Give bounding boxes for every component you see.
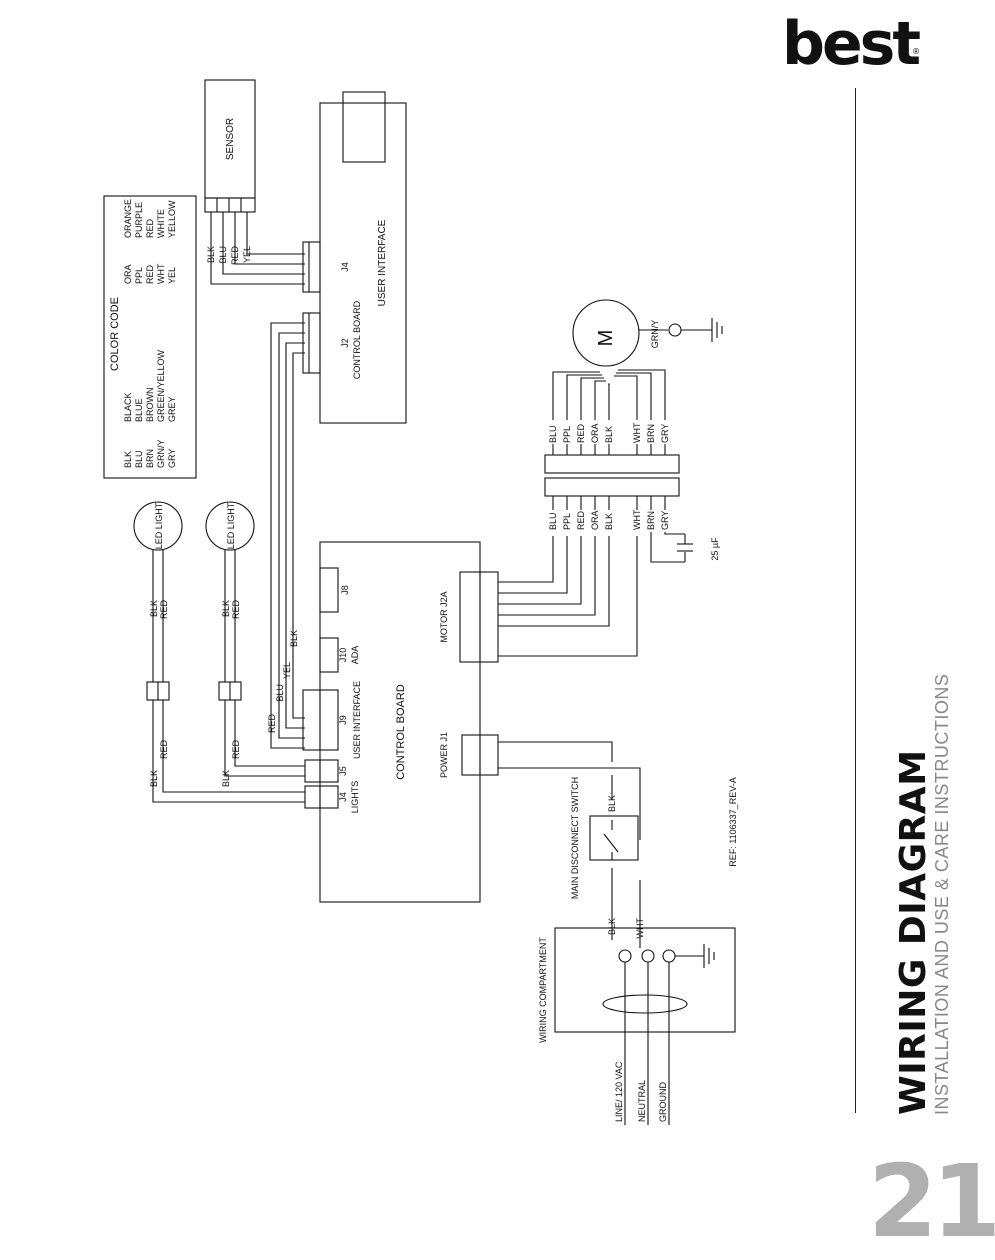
motor-terminal-strip-bottom <box>544 477 680 497</box>
user-interface-module <box>342 91 386 163</box>
color-code-name: RED <box>145 218 155 238</box>
motor-wire-label: PPL <box>562 513 572 530</box>
led-wire-label: BLK <box>149 600 159 617</box>
led-wire-label: RED <box>231 600 241 620</box>
connector-j8: J8 <box>340 585 350 595</box>
connector-j4-ui: J4 <box>340 262 350 272</box>
wiring-diagram: COLOR CODE BLKBLACKBLUBLUEBRNBROWNGRN/YG… <box>103 79 738 1125</box>
color-code-name: BLACK <box>123 392 133 422</box>
motor-wire-label: BRN <box>646 511 656 530</box>
brand-logo: best® <box>782 9 921 79</box>
power-wire-label: WHT <box>635 918 645 939</box>
led-wire-label: RED <box>159 740 169 760</box>
led-wire-label: BLK <box>221 770 231 787</box>
color-code-name: GREEN/YELLOW <box>156 349 166 422</box>
motor-wire-label: BLK <box>604 426 614 443</box>
led-light-1 <box>133 501 183 551</box>
connector-j4-lights-desc: LIGHTS <box>350 781 360 814</box>
harness-wire-label: RED <box>267 714 277 734</box>
motor-wire-label: BLK <box>604 513 614 530</box>
power-wire-label: BLK <box>607 918 617 935</box>
motor-wire-label: GRY <box>660 424 670 443</box>
color-code-box <box>103 195 197 479</box>
motor-terminal-strip-top <box>544 454 680 474</box>
wiring-compartment-box <box>554 927 736 1033</box>
sensor-wire-label: YEL <box>242 246 252 263</box>
color-code-abbr: WHT <box>156 263 166 284</box>
color-code-name: PURPLE <box>134 202 144 238</box>
supply-line-label: LINE/ 120 VAC <box>614 1061 624 1122</box>
wiring-compartment-label: WIRING COMPARTMENT <box>538 937 548 1043</box>
user-interface-label: USER INTERFACE <box>377 219 388 306</box>
connector-j2-ui: J2 <box>340 338 350 348</box>
sensor-wire-label: BLU <box>218 246 228 264</box>
color-code-abbr: BLK <box>123 451 133 468</box>
sidebar-divider <box>855 88 856 1113</box>
sensor-wire-label: RED <box>230 246 240 266</box>
harness-wire-label: BLU <box>275 684 285 702</box>
color-code-abbr: GRY <box>167 449 177 468</box>
motor-symbol: M <box>595 330 617 347</box>
harness-wire-label: YEL <box>282 662 292 679</box>
sensor-label: SENSOR <box>225 118 236 160</box>
control-board-label: CONTROL BOARD <box>395 684 407 780</box>
led-wire-label: RED <box>159 600 169 620</box>
harness-wire-label: BLK <box>289 630 299 647</box>
motor-wire-label: BLU <box>548 512 558 530</box>
supply-neutral-label: NEUTRAL <box>637 1080 647 1122</box>
color-code-name: BLUE <box>134 398 144 422</box>
color-code-name: WHITE <box>156 209 166 238</box>
motor <box>572 299 640 367</box>
color-code-heading: COLOR CODE <box>109 297 121 371</box>
color-code-abbr: PPL <box>134 267 144 284</box>
connector-j9: J9 <box>338 715 348 725</box>
sensor-wire-label: BLK <box>206 246 216 263</box>
motor-ground-label: GRN/Y <box>650 320 660 349</box>
color-code-name: GREY <box>167 396 177 422</box>
connector-j9-desc: USER INTERFACE <box>352 681 362 759</box>
main-switch-label: MAIN DISCONNECT SWITCH <box>570 777 580 899</box>
ui-control-board-label: CONTROL BOARD <box>352 300 362 379</box>
led-wire-label: RED <box>231 740 241 760</box>
capacitor-label: 25 µF <box>710 537 720 561</box>
color-code-entries: BLK BLACK BLU BLUE BRN BROWN GRN/Y GREEN/YELLOW… <box>123 199 177 468</box>
motor-wire-label: ORA <box>590 423 600 443</box>
supply-ground-label: GROUND <box>658 1082 668 1122</box>
connector-j4-lights: J4 <box>338 792 348 802</box>
color-code-name: BROWN <box>145 388 155 423</box>
connector-motor-j2a: MOTOR J2A <box>439 591 449 642</box>
color-code-abbr: YEL <box>167 267 177 284</box>
connector-j5: J5 <box>338 766 348 776</box>
motor-wire-label: RED <box>576 510 586 530</box>
motor-wire-label: BRN <box>646 424 656 443</box>
led-wire-label: BLK <box>221 600 231 617</box>
motor-wire-label: WHT <box>632 509 642 530</box>
connector-j10-desc: ADA <box>350 646 360 665</box>
led-light-1-label: LED LIGHT <box>154 502 164 549</box>
reference-label: REF: 1106337_REV-A <box>728 777 738 866</box>
motor-wire-label: BLU <box>548 425 558 443</box>
connector-j10: J10 <box>338 648 348 663</box>
led-wire-label: BLK <box>149 770 159 787</box>
led-light-2 <box>205 501 255 551</box>
color-code-abbr: BLU <box>134 450 144 468</box>
power-wire-label: BLK <box>607 795 617 812</box>
color-code-abbr: BRN <box>145 449 155 468</box>
motor-wire-label: PPL <box>562 426 572 443</box>
color-code-abbr: ORA <box>123 264 133 284</box>
main-disconnect-switch <box>589 815 639 861</box>
color-code-name: ORANGE <box>123 199 133 238</box>
user-interface-board <box>319 102 407 424</box>
color-code-abbr: GRN/Y <box>156 439 166 468</box>
led-light-2-label: LED LIGHT <box>226 502 236 549</box>
color-code-abbr: RED <box>145 264 155 284</box>
motor-wire-label: WHT <box>632 422 642 443</box>
page-number: 21 <box>868 1143 995 1260</box>
color-code-name: YELLOW <box>167 200 177 238</box>
motor-wire-label: GRY <box>660 511 670 530</box>
motor-wire-label: RED <box>576 423 586 443</box>
motor-wire-label: ORA <box>590 510 600 530</box>
connector-power-j1: POWER J1 <box>439 732 449 778</box>
